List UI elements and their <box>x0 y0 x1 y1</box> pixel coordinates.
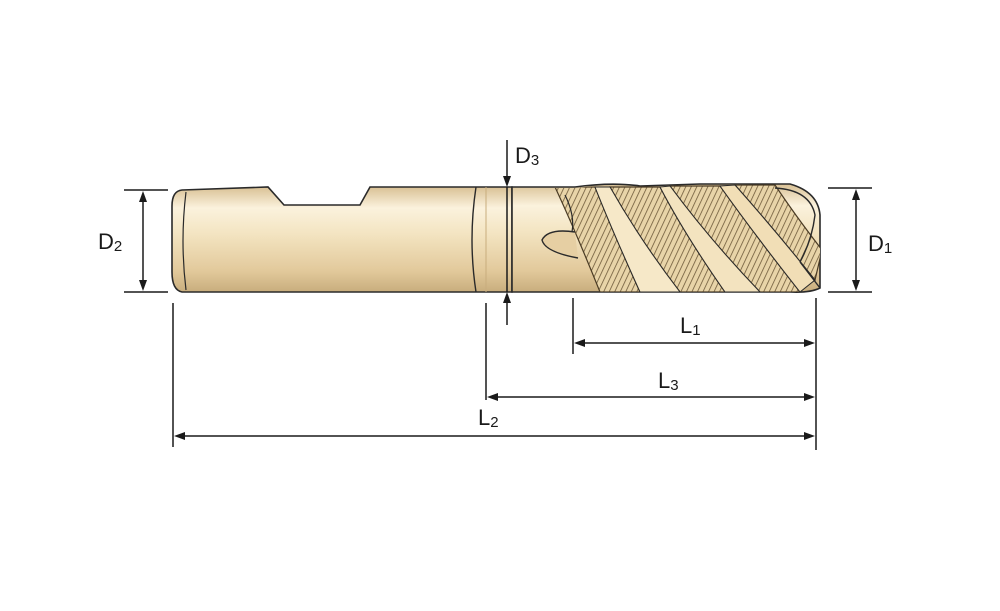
l1-label: L1 <box>680 313 701 339</box>
dimension-d3: D3 <box>503 140 539 325</box>
dimension-d1: D1 <box>828 187 892 293</box>
extension-lines <box>172 298 817 450</box>
d3-label: D3 <box>515 143 539 169</box>
dimension-l3: L3 <box>487 368 815 401</box>
d1-label: D1 <box>868 231 892 257</box>
fluted-cutting-section <box>511 183 821 293</box>
l3-label: L3 <box>658 368 679 394</box>
dimension-l2: L2 <box>174 405 815 440</box>
dimension-d2: D2 <box>98 189 168 293</box>
dimension-l1: L1 <box>574 313 815 347</box>
shank <box>171 186 513 293</box>
l2-label: L2 <box>478 405 499 431</box>
d2-label: D2 <box>98 229 122 255</box>
